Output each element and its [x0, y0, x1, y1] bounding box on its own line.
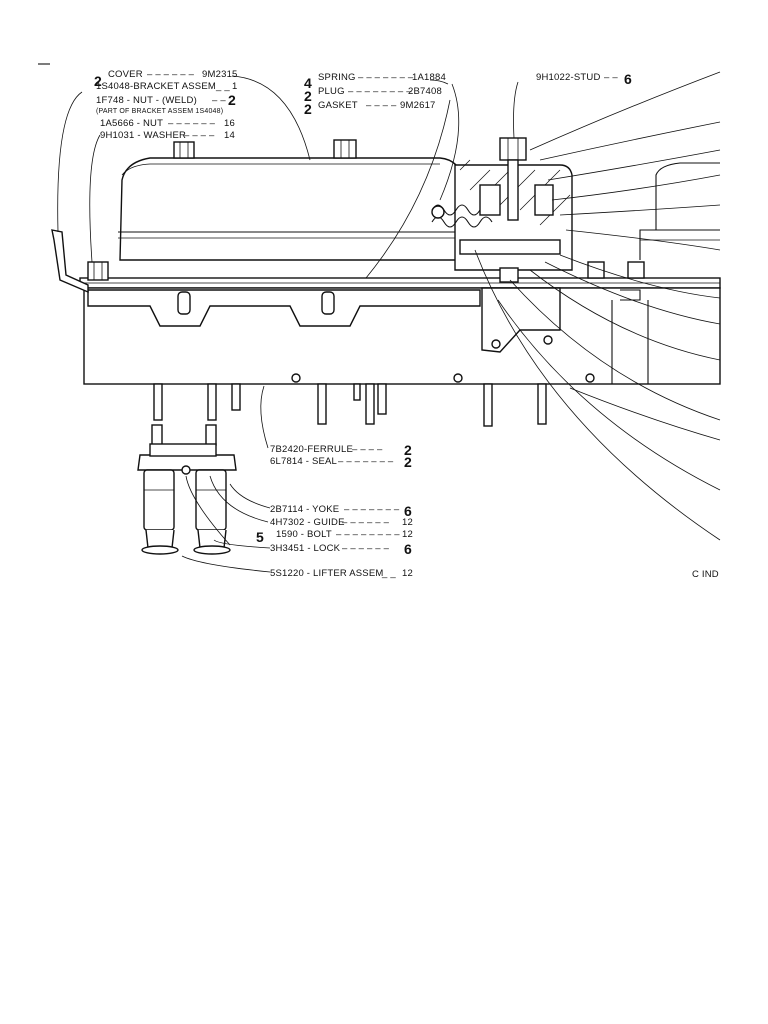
svg-text:– – – – – – –: – – – – – – – [358, 72, 414, 83]
ferrule-label: 7B2420-FERRULE [270, 444, 353, 455]
svg-text:– – – – – – – –: – – – – – – – – [348, 86, 412, 97]
ferrule-qty: 2 [404, 442, 412, 458]
spring-qty: 4 [304, 75, 312, 91]
stud-qty: 6 [624, 71, 632, 87]
svg-text:– –: – – [212, 95, 226, 106]
cover-nut-center [333, 139, 357, 159]
svg-text:– – – –: – – – – [352, 444, 383, 455]
callout-bracket: 1S4048-BRACKET ASSEM _ _ 1 [96, 81, 237, 92]
bracket-qty: 1 [232, 81, 237, 92]
callout-stud: 9H1022-STUD – – 6 [536, 71, 632, 87]
svg-text:– – – –: – – – – [184, 130, 215, 141]
nut-weld-label: 1F748 - NUT - (WELD) [96, 95, 197, 106]
callout-yoke: 2B7114 - YOKE – – – – – – – 6 [270, 503, 412, 519]
svg-text:_ _: _ _ [215, 81, 230, 92]
cover-label: COVER [108, 69, 143, 80]
leader-lines-left [57, 75, 519, 573]
callout-plug: 2 PLUG – – – – – – – – 2B7408 [304, 86, 442, 104]
svg-text:– – – –: – – – – [366, 100, 397, 111]
valve-cover-assembly [38, 63, 721, 573]
gasket-label: GASKET [318, 100, 358, 111]
lower-right-bracket [481, 261, 645, 353]
lifter-label: 5S1220 - LIFTER ASSEM [270, 568, 384, 579]
bracket-label: 1S4048-BRACKET ASSEM [96, 81, 216, 92]
svg-text:– – – – – –: – – – – – – [342, 543, 390, 554]
lifter-assembly [137, 424, 237, 555]
svg-text:_ _: _ _ [381, 568, 396, 579]
bolt-label: 1590 - BOLT [276, 529, 332, 540]
push-rods [153, 373, 595, 427]
callout-gasket: 2 GASKET – – – – 9M2617 [304, 100, 436, 117]
callout-lock: 3H3451 - LOCK – – – – – – 6 [270, 541, 412, 557]
callout-washer: 9H1031 - WASHER – – – – 14 [100, 130, 235, 141]
plug-qty: 2 [304, 88, 312, 104]
guide-qty: 12 [402, 517, 413, 528]
leader-lines-right [474, 71, 721, 541]
callout-seal: 6L7814 - SEAL – – – – – – – 2 [270, 454, 412, 470]
bolt-qty: 12 [402, 529, 413, 540]
callout-lifter: 5S1220 - LIFTER ASSEM _ _ 12 [270, 568, 413, 579]
plug-label: PLUG [318, 86, 345, 97]
callout-cover: 2 COVER – – – – – – 9M2315 [94, 69, 238, 89]
svg-text:– – – – – – –: – – – – – – – [344, 504, 400, 515]
svg-text:– –: – – [604, 72, 618, 83]
svg-text:– – – – – –: – – – – – – [168, 118, 216, 129]
rocker-mechanism [431, 137, 573, 271]
cover-qty: 2 [94, 73, 102, 89]
callout-spring: 4 SPRING – – – – – – – 1A1884 [304, 72, 446, 91]
lock-label: 3H3451 - LOCK [270, 543, 341, 554]
spring-label: SPRING [318, 72, 356, 83]
lifter-qty: 12 [402, 568, 413, 579]
bracket-assembly [51, 229, 109, 294]
nut-qty: 16 [224, 118, 235, 129]
yoke-label: 2B7114 - YOKE [270, 504, 339, 515]
bolt-callout-qty: 5 [256, 529, 264, 545]
gasket-qty: 2 [304, 101, 312, 117]
washer-qty: 14 [224, 130, 235, 141]
svg-text:– – – – – – – –: – – – – – – – – [336, 529, 400, 540]
svg-text:– – – – – –: – – – – – – [342, 517, 390, 528]
washer-label: 9H1031 - WASHER [100, 130, 186, 141]
cover-nut-left [173, 141, 195, 159]
callout-nut-weld: 1F748 - NUT - (WELD) – – 2 (PART OF BRAC… [96, 92, 236, 115]
yoke-qty: 6 [404, 503, 412, 519]
gasket-number: 9M2617 [400, 100, 436, 111]
spring-number: 1A1884 [412, 72, 446, 83]
stud-label: 9H1022-STUD [536, 72, 601, 83]
svg-text:– – – – – – –: – – – – – – – [338, 456, 394, 467]
lock-qty: 6 [404, 541, 412, 557]
callout-guide: 4H7302 - GUIDE – – – – – – 12 [270, 517, 413, 528]
seal-label: 6L7814 - SEAL [270, 456, 337, 467]
callout-nut: 1A5666 - NUT – – – – – – 16 [100, 118, 235, 129]
svg-text:– – – – – –: – – – – – – [147, 69, 195, 80]
nut-label: 1A5666 - NUT [100, 118, 163, 129]
corner-mark: C IND [692, 569, 719, 580]
callout-bolt: 5 1590 - BOLT – – – – – – – – 12 [256, 529, 413, 545]
nut-weld-note: (PART OF BRACKET ASSEM 1S4048) [96, 108, 223, 115]
flange-ears [87, 289, 481, 327]
callout-ferrule: 7B2420-FERRULE – – – – 2 [270, 442, 412, 458]
plug-number: 2B7408 [408, 86, 442, 97]
seal-qty: 2 [404, 454, 412, 470]
guide-label: 4H7302 - GUIDE [270, 517, 345, 528]
nut-weld-qty: 2 [228, 92, 236, 108]
cover-number: 9M2315 [202, 69, 238, 80]
